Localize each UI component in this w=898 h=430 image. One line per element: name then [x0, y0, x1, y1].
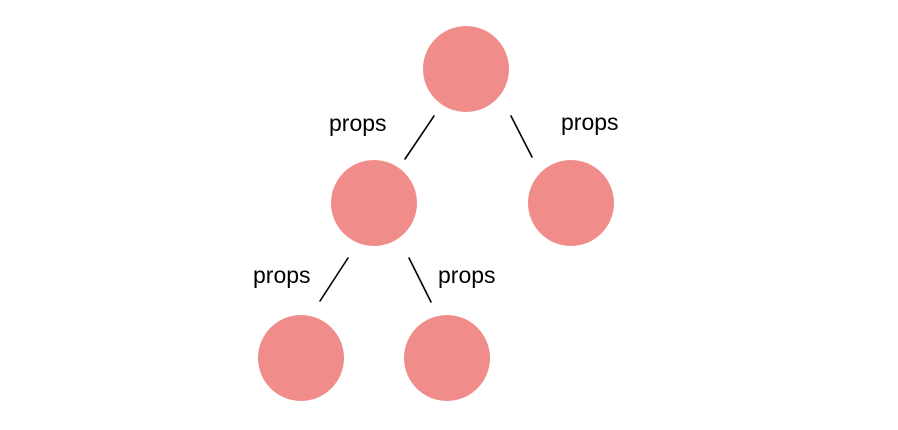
node-right-child [528, 160, 614, 246]
edge-left-child-left-left-grandchild [319, 257, 349, 302]
edge-left-child-left-right-grandchild [408, 257, 432, 303]
edge-label-left-child-left-left-grandchild: props [253, 262, 311, 288]
node-left-left-grandchild [258, 315, 344, 401]
edge-root-right-child [510, 115, 533, 158]
edge-label-root-right-child: props [561, 109, 619, 135]
node-left-right-grandchild [404, 315, 490, 401]
edge-root-left-child [404, 115, 435, 160]
node-root [423, 26, 509, 112]
edge-label-left-child-left-right-grandchild: props [438, 262, 496, 288]
node-left-child [331, 160, 417, 246]
edge-label-root-left-child: props [329, 110, 387, 136]
